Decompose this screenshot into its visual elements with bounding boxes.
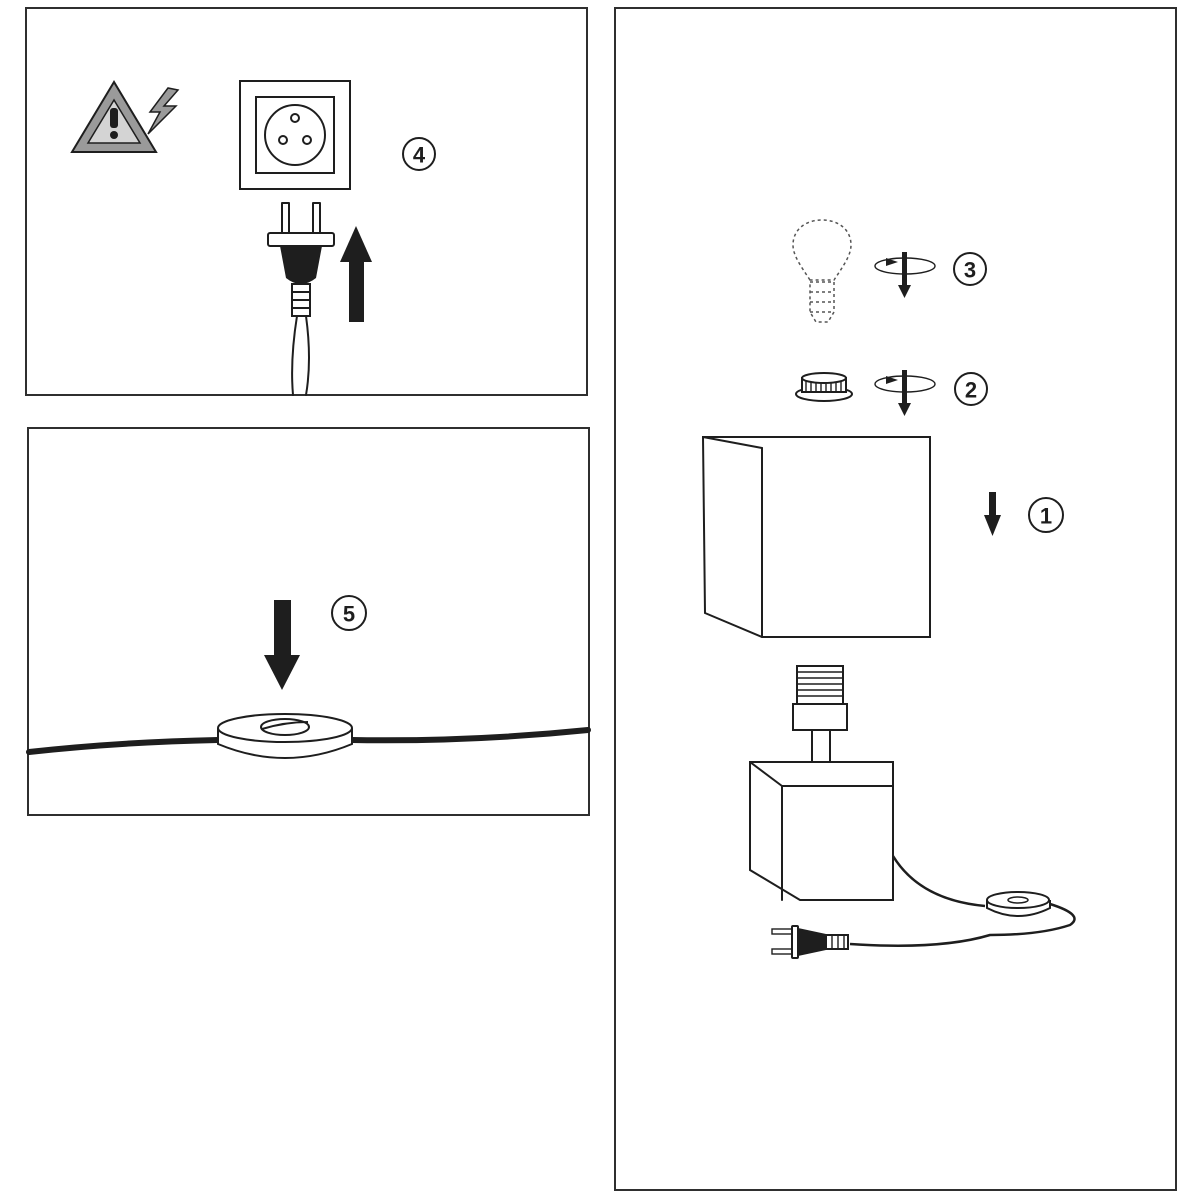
step-4-label: 4	[413, 143, 426, 168]
foot-switch-icon	[217, 713, 353, 759]
electric-hazard-warning-icon	[70, 80, 180, 153]
down-arrow-icon	[984, 492, 1001, 536]
panel-steps-1-3: 3 2	[614, 7, 1177, 1191]
power-cable-right	[349, 727, 591, 744]
panel-step-5: 5	[26, 427, 591, 816]
rotate-screw-icon	[874, 252, 936, 298]
step-1-label: 1	[1040, 504, 1052, 529]
step-3-number: 3	[953, 252, 987, 286]
panel-step-4: 4	[25, 7, 588, 396]
square-shade-icon	[701, 436, 931, 638]
wall-socket-icon	[239, 80, 351, 190]
foot-switch-icon	[849, 891, 1076, 947]
power-plug-icon	[267, 202, 335, 396]
rotate-screw-icon	[874, 370, 936, 416]
step-5-label: 5	[343, 602, 355, 627]
step-4-number: 4	[402, 137, 436, 171]
light-bulb-icon	[792, 219, 852, 323]
power-cable	[26, 737, 221, 755]
step-2-number: 2	[954, 372, 988, 406]
up-arrow-icon	[340, 226, 372, 322]
step-1-number: 1	[1028, 497, 1064, 533]
step-2-label: 2	[965, 378, 977, 403]
step-3-label: 3	[964, 258, 976, 283]
down-arrow-icon	[264, 600, 300, 690]
lamp-base-icon	[749, 665, 986, 908]
power-plug-icon	[771, 925, 849, 959]
shade-ring-icon	[795, 372, 853, 402]
step-5-number: 5	[331, 595, 367, 631]
